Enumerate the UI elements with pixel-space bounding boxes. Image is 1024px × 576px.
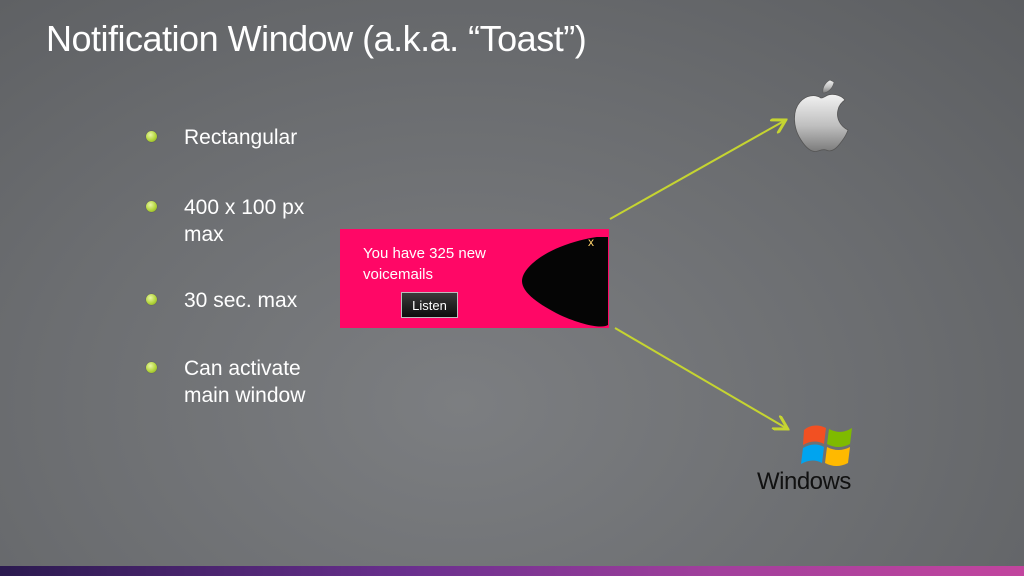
bullet-item: 30 sec. max xyxy=(146,287,297,314)
bullet-text: Can activate main window xyxy=(184,357,306,407)
apple-logo-icon xyxy=(794,79,849,152)
windows-wordmark: Windows xyxy=(757,468,851,495)
bullet-text: 400 x 100 px max xyxy=(184,196,305,246)
bullet-text: Rectangular xyxy=(184,126,298,149)
toast-notification[interactable]: You have 325 new voicemails x Listen xyxy=(340,229,609,328)
bullet-text: 30 sec. max xyxy=(184,289,298,312)
bullet-dot-icon xyxy=(146,201,157,212)
arrow-to-apple xyxy=(609,121,784,220)
windows-logo-icon xyxy=(801,425,852,466)
bullet-dot-icon xyxy=(146,362,157,373)
bullet-item: Can activate main window xyxy=(146,355,346,409)
bullet-item: Rectangular xyxy=(146,124,297,151)
listen-button[interactable]: Listen xyxy=(401,292,458,318)
bullet-dot-icon xyxy=(146,131,157,142)
bullet-item: 400 x 100 px max xyxy=(146,194,346,248)
close-icon[interactable]: x xyxy=(588,235,594,249)
toast-decoration-shape xyxy=(522,237,608,327)
bullet-dot-icon xyxy=(146,294,157,305)
slide-title: Notification Window (a.k.a. “Toast”) xyxy=(46,18,587,59)
toast-message: You have 325 new voicemails xyxy=(363,245,486,283)
arrow-to-windows xyxy=(614,327,786,428)
footer-bar xyxy=(0,566,1024,576)
